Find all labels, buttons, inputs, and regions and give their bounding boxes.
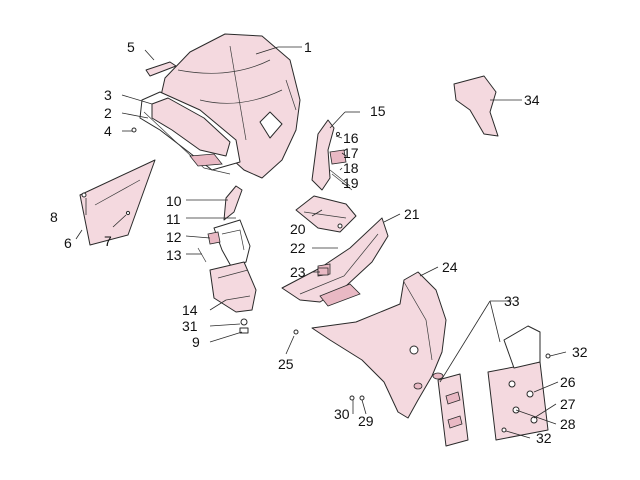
callout-11: 11 xyxy=(166,211,181,227)
part-curved-trim xyxy=(295,195,357,233)
callout-34: 34 xyxy=(524,92,540,108)
part-flat-panel xyxy=(79,159,156,246)
callout-10: 10 xyxy=(166,193,182,209)
callout-32-top: 32 xyxy=(572,344,588,360)
callout-21: 21 xyxy=(404,206,420,222)
callout-5: 5 xyxy=(127,39,135,55)
callout-31: 31 xyxy=(182,318,198,334)
leader-lines xyxy=(75,46,567,439)
callout-6: 6 xyxy=(64,235,72,251)
callout-16: 16 xyxy=(343,130,359,146)
callout-12: 12 xyxy=(166,229,182,245)
part-inner-frame xyxy=(139,91,241,175)
callout-28: 28 xyxy=(560,416,576,432)
callout-25: 25 xyxy=(278,356,294,372)
callout-8: 8 xyxy=(50,209,58,225)
callout-23: 23 xyxy=(290,264,306,280)
callout-24: 24 xyxy=(442,259,458,275)
part-lower-cover xyxy=(209,261,257,334)
part-license-plate-holder xyxy=(487,325,549,441)
part-support-strip xyxy=(437,373,469,447)
callout-4: 4 xyxy=(104,123,112,139)
callout-15: 15 xyxy=(370,103,386,119)
callout-14: 14 xyxy=(182,302,198,318)
callout-2: 2 xyxy=(104,105,112,121)
part-separate-bracket xyxy=(453,75,499,137)
part-rear-fender xyxy=(311,271,447,419)
callout-9: 9 xyxy=(192,334,200,350)
callout-7: 7 xyxy=(104,233,112,249)
callout-27: 27 xyxy=(560,396,576,412)
callout-labels: 1 5 3 2 4 8 6 7 10 11 12 13 14 31 9 15 1… xyxy=(50,39,588,446)
callout-17: 17 xyxy=(343,145,359,161)
callout-18: 18 xyxy=(343,160,359,176)
part-bracket-assembly xyxy=(197,185,251,269)
callout-32-bottom: 32 xyxy=(536,430,552,446)
callout-22: 22 xyxy=(290,240,306,256)
callout-19: 19 xyxy=(343,175,359,191)
fasteners xyxy=(131,127,551,433)
callout-30: 30 xyxy=(334,406,350,422)
part-emblem xyxy=(145,61,177,77)
callout-26: 26 xyxy=(560,374,576,390)
callout-33: 33 xyxy=(504,293,520,309)
callout-1: 1 xyxy=(304,39,312,55)
callout-29: 29 xyxy=(358,413,374,429)
callout-13: 13 xyxy=(166,247,182,263)
callout-20: 20 xyxy=(290,221,306,237)
callout-3: 3 xyxy=(104,87,112,103)
